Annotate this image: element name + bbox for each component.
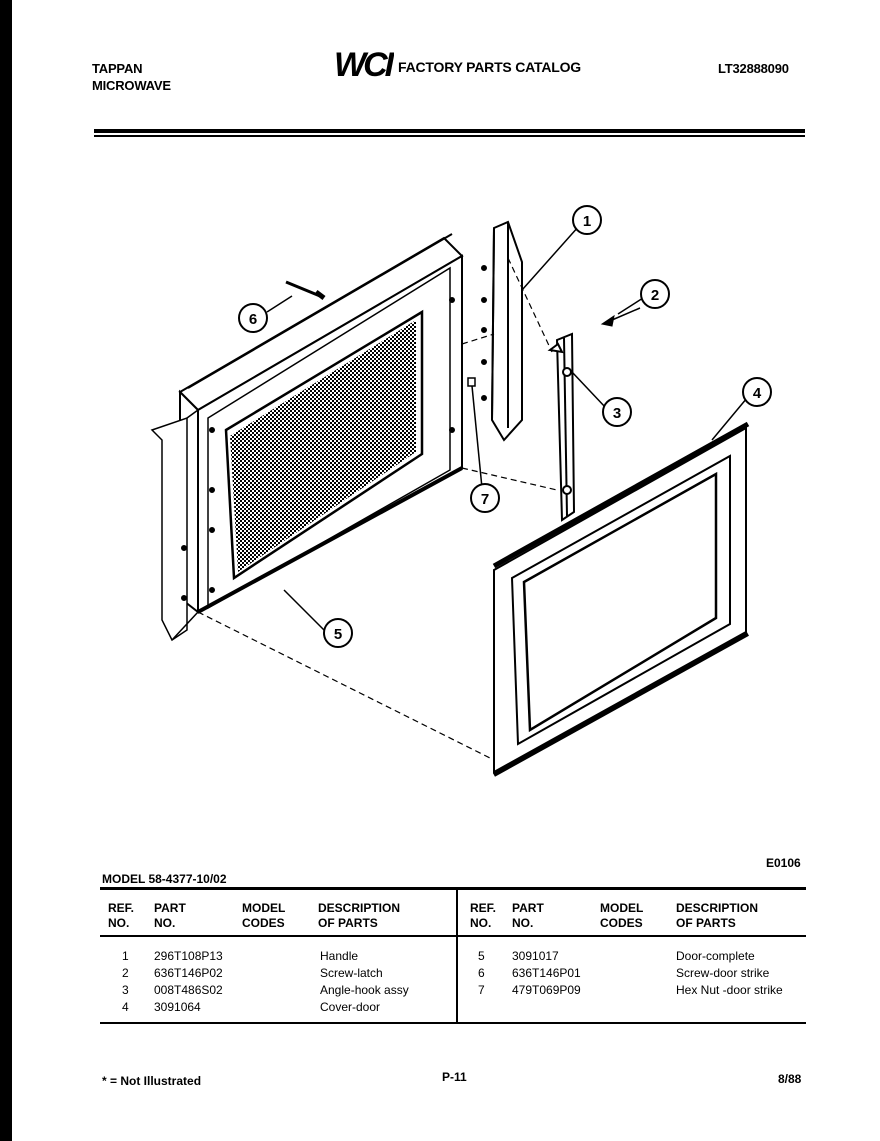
cover-door-part [492,421,750,777]
screw-latch-part [600,307,641,327]
table-rule-top [100,887,806,890]
table-row-part: 3091064 [154,1000,201,1014]
callout-4-circle [742,377,772,407]
table-header-rule [100,935,806,937]
leader-lines [266,225,748,631]
callout-3: 3 [613,405,621,422]
table-row-ref: 6 [478,966,485,980]
callout-7-circle [470,483,500,513]
table-row-desc: Hex Nut -door strike [676,983,783,997]
left-ref-column: 1 2 3 4 [122,948,129,1016]
door-complete-part [150,233,464,642]
callout-4: 4 [753,385,762,402]
callout-2-circle [640,279,670,309]
left-desc-column: Handle Screw-latch Angle-hook assy Cover… [320,948,409,1016]
header-rule-top [94,129,805,133]
right-part-column: 3091017 636T146P01 479T069P09 [512,948,581,999]
table-row-ref: 2 [122,966,129,980]
table-divider [456,889,458,1023]
table-row-desc: Screw-latch [320,966,383,980]
callout-3-circle [602,397,632,427]
table-row-ref: 1 [122,949,129,963]
table-row-desc: Screw-door strike [676,966,770,980]
table-row-desc: Door-complete [676,949,755,963]
table-row-ref: 3 [122,983,129,997]
header-ref-right: REF.NO. [470,901,497,930]
brand-line-1: TAPPAN [92,61,143,76]
footnote: * = Not Illustrated [102,1074,202,1088]
catalog-date: 8/88 [778,1072,802,1086]
table-row-desc: Angle-hook assy [320,983,409,997]
handle-part [481,220,523,442]
diagram-code: E0106 [766,856,801,870]
angle-hook-part [547,332,576,522]
table-row-desc: Handle [320,949,359,963]
catalog-page: TAPPAN MICROWAVE WCI FACTORY PARTS CATAL… [12,0,880,1141]
model-number: MODEL 58-4377-10/02 [102,872,227,886]
hex-nut-part [467,377,476,387]
table-row-ref: 7 [478,983,485,997]
callout-1: 1 [583,213,591,230]
header-ref-left: REF.NO. [108,901,135,930]
door-strike-screw-part [285,280,326,300]
wci-logo: WCI [332,46,399,84]
catalog-code: LT32888090 [718,61,789,76]
header-rule-bottom [94,135,805,137]
table-row-ref: 5 [478,949,485,963]
table-row-part: 296T108P13 [154,949,223,963]
table-row-ref: 4 [122,1000,129,1014]
table-row-part: 3091017 [512,949,559,963]
right-desc-column: Door-complete Screw-door strike Hex Nut … [676,948,783,999]
table-row-part: 636T146P02 [154,966,223,980]
table-rule-bottom [100,1022,806,1024]
catalog-title: FACTORY PARTS CATALOG [398,59,581,75]
table-row-part: 636T146P01 [512,966,581,980]
callout-6-circle [238,303,268,333]
callout-1-circle [572,205,602,235]
exploded-door-diagram: 1 2 3 4 5 6 7 [150,205,772,777]
page-number: P-11 [442,1070,467,1084]
table-row-part: 479T069P09 [512,983,581,997]
brand-line-2: MICROWAVE [92,78,171,93]
callout-6: 6 [249,311,257,328]
table-row-part: 008T486S02 [154,983,223,997]
callout-7: 7 [481,491,489,508]
right-ref-column: 5 6 7 [478,948,485,999]
callout-2: 2 [651,287,659,304]
left-part-column: 296T108P13 636T146P02 008T486S02 3091064 [154,948,223,1016]
callout-5: 5 [334,626,342,643]
alignment-lines [197,257,558,761]
table-row-desc: Cover-door [320,1000,381,1014]
callout-5-circle [323,618,353,648]
wci-logo-mark: WCI [334,46,394,82]
